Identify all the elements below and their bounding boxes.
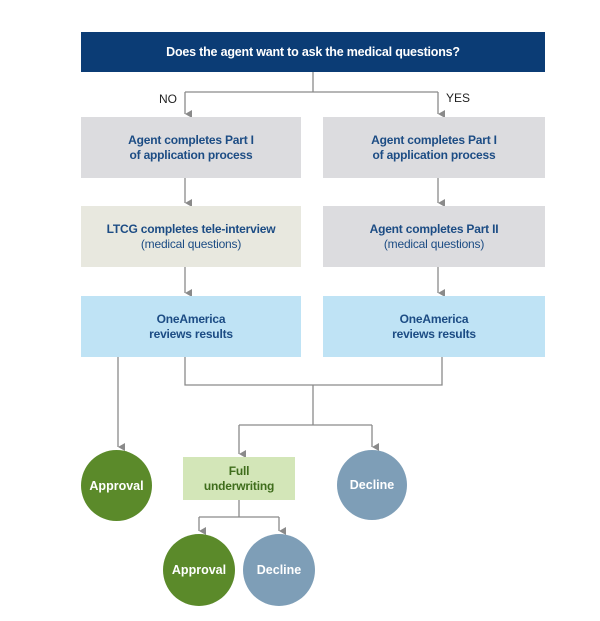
- fu-decline-label: Decline: [256, 563, 302, 577]
- fu-approval-circle: Approval: [163, 534, 235, 606]
- full-underwriting-line2: underwriting: [203, 478, 275, 493]
- right-step2-line2: (medical questions): [383, 236, 485, 251]
- fu-approval-label: Approval: [171, 563, 227, 577]
- left-step-agent-part-one: Agent completes Part I of application pr…: [81, 117, 301, 178]
- approval-label: Approval: [89, 478, 144, 493]
- left-step3-line2: reviews results: [149, 326, 233, 341]
- top-split-line: [185, 72, 438, 93]
- full-underwriting-line1: Full: [228, 463, 250, 478]
- right-step-review-results: OneAmerica reviews results: [323, 296, 545, 357]
- label-yes: YES: [446, 91, 471, 105]
- merge-line: [184, 357, 443, 426]
- right-step3-line1: OneAmerica: [399, 311, 469, 326]
- left-step-review-results: OneAmerica reviews results: [81, 296, 301, 357]
- decline-label: Decline: [349, 478, 395, 492]
- right-step1-line2: of application process: [372, 147, 496, 162]
- left-step2-line2: (medical questions): [140, 236, 242, 251]
- decline-circle: Decline: [337, 450, 407, 520]
- left-step2-line1: LTCG completes tele-interview: [106, 221, 276, 236]
- right-step3-line2: reviews results: [392, 326, 476, 341]
- question-text: Does the agent want to ask the medical q…: [166, 44, 460, 59]
- fu-decline-circle: Decline: [243, 534, 315, 606]
- right-step-agent-part-two: Agent completes Part II (medical questio…: [323, 206, 545, 267]
- right-step2-line1: Agent completes Part II: [369, 221, 499, 236]
- question-header: Does the agent want to ask the medical q…: [81, 32, 545, 72]
- left-step-tele-interview: LTCG completes tele-interview (medical q…: [81, 206, 301, 267]
- left-step1-line2: of application process: [129, 147, 253, 162]
- approval-circle: Approval: [81, 450, 152, 521]
- full-underwriting-box: Full underwriting: [183, 457, 295, 500]
- right-step1-line1: Agent completes Part I: [371, 132, 497, 147]
- left-step3-line1: OneAmerica: [156, 311, 226, 326]
- left-step1-line1: Agent completes Part I: [128, 132, 254, 147]
- label-no: NO: [159, 92, 177, 106]
- fu-split-line: [199, 500, 279, 518]
- right-step-agent-part-one: Agent completes Part I of application pr…: [323, 117, 545, 178]
